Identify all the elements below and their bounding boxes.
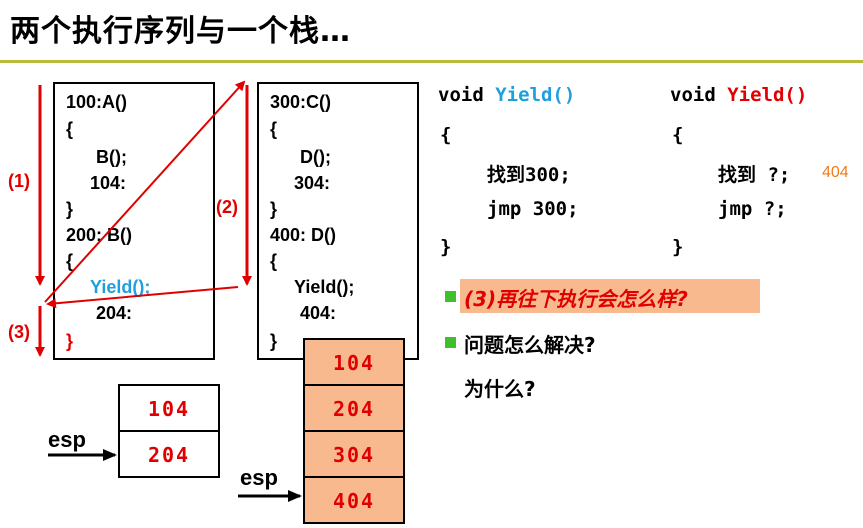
code-line: B(); bbox=[96, 147, 127, 167]
code-line: 404: bbox=[300, 303, 337, 323]
code-line: { bbox=[66, 251, 74, 271]
yield-blue-close: } bbox=[440, 236, 452, 258]
yield-red-open: { bbox=[672, 124, 684, 146]
yield-red-note: 404 bbox=[822, 164, 849, 181]
code-line: } bbox=[66, 331, 74, 351]
code-line: { bbox=[270, 251, 278, 271]
stack-cell: 404 bbox=[303, 476, 405, 524]
code-line: 200: B() bbox=[66, 225, 133, 245]
bullet-how-to-solve: 问题怎么解决? bbox=[464, 333, 596, 357]
esp-label-right: esp bbox=[240, 465, 278, 490]
stack-cell: 104 bbox=[118, 384, 220, 432]
bullet-highlight bbox=[460, 279, 760, 313]
code-line-yield: Yield(); bbox=[90, 277, 151, 297]
code-line-yield: Yield(); bbox=[294, 277, 355, 297]
yield-red-line2: jmp ?; bbox=[718, 198, 787, 220]
code-line: 104: bbox=[90, 173, 127, 193]
step-label-1: (1) bbox=[8, 171, 30, 191]
stack-cell: 204 bbox=[118, 430, 220, 478]
bullet-question-3: (3)再往下执行会怎么样? bbox=[464, 287, 688, 311]
yield-red-signature: void Yield() bbox=[670, 84, 808, 106]
code-box-a-b bbox=[53, 82, 215, 360]
code-line: 300:C() bbox=[270, 92, 332, 112]
page-title: 两个执行序列与一个栈… bbox=[10, 14, 351, 49]
esp-label-left: esp bbox=[48, 427, 86, 452]
code-line: } bbox=[66, 199, 74, 219]
code-line: D(); bbox=[300, 147, 331, 167]
code-line: 304: bbox=[294, 173, 331, 193]
yield-blue-line1: 找到300; bbox=[487, 164, 571, 186]
code-line: 400: D() bbox=[270, 225, 337, 245]
code-line: } bbox=[270, 331, 278, 351]
yield-red-line1: 找到 ?; bbox=[718, 164, 791, 186]
title-divider bbox=[0, 60, 863, 63]
code-line: } bbox=[270, 199, 278, 219]
code-line: { bbox=[270, 119, 278, 139]
yield-red-close: } bbox=[672, 236, 684, 258]
yield-blue-signature: void Yield() bbox=[438, 84, 576, 106]
step-label-3: (3) bbox=[8, 322, 30, 342]
bullet-why: 为什么? bbox=[464, 377, 536, 401]
step-label-2: (2) bbox=[216, 197, 238, 217]
bullet-marker bbox=[445, 337, 456, 348]
bullet-marker bbox=[445, 291, 456, 302]
code-line: 100:A() bbox=[66, 92, 128, 112]
yield-blue-open: { bbox=[440, 124, 452, 146]
code-line: { bbox=[66, 119, 74, 139]
arrow-back-to-yield bbox=[46, 286, 239, 309]
yield-blue-line2: jmp 300; bbox=[487, 198, 579, 220]
arrow-to-c bbox=[44, 80, 246, 303]
code-line: 204: bbox=[96, 303, 133, 323]
